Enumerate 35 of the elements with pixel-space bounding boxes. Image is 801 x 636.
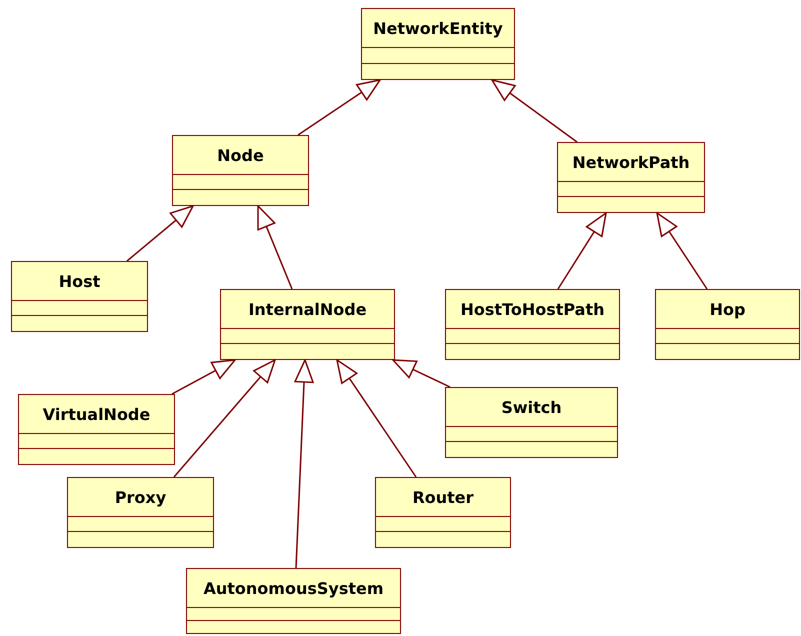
generalization-arrow <box>491 79 578 143</box>
class-name: AutonomousSystem <box>203 578 384 598</box>
generalization-arrow <box>126 205 194 262</box>
class-box <box>11 261 148 332</box>
generalization-arrow <box>298 79 381 136</box>
class-name: VirtualNode <box>42 404 150 424</box>
class-name: InternalNode <box>248 300 367 318</box>
class-box <box>186 568 401 634</box>
generalization-arrow <box>392 359 450 388</box>
class-box <box>655 289 800 360</box>
class-name: Host <box>58 272 100 290</box>
class-name: Node <box>217 146 264 164</box>
class-box <box>172 135 309 206</box>
class-name: Router <box>412 488 474 506</box>
generalization-arrow <box>257 205 293 290</box>
class-box <box>18 394 175 465</box>
class-name: NetworkEntity <box>373 18 503 38</box>
class-box <box>557 142 705 213</box>
class-box <box>67 477 214 548</box>
class-box <box>445 289 620 360</box>
class-name: NetworkPath <box>572 152 690 172</box>
class-box <box>375 477 511 548</box>
class-name: Switch <box>501 398 562 416</box>
class-name: HostToHostPath <box>460 300 605 318</box>
class-name: Proxy <box>114 488 166 506</box>
generalization-arrow <box>656 212 708 290</box>
generalization-arrow <box>173 359 276 478</box>
class-name: Hop <box>710 300 746 318</box>
generalization-arrow <box>336 359 417 478</box>
generalization-arrow <box>172 359 236 395</box>
class-box <box>361 8 515 80</box>
generalization-arrow <box>557 212 607 290</box>
generalization-arrow <box>294 359 314 568</box>
class-box <box>445 387 618 458</box>
class-box <box>220 289 395 360</box>
